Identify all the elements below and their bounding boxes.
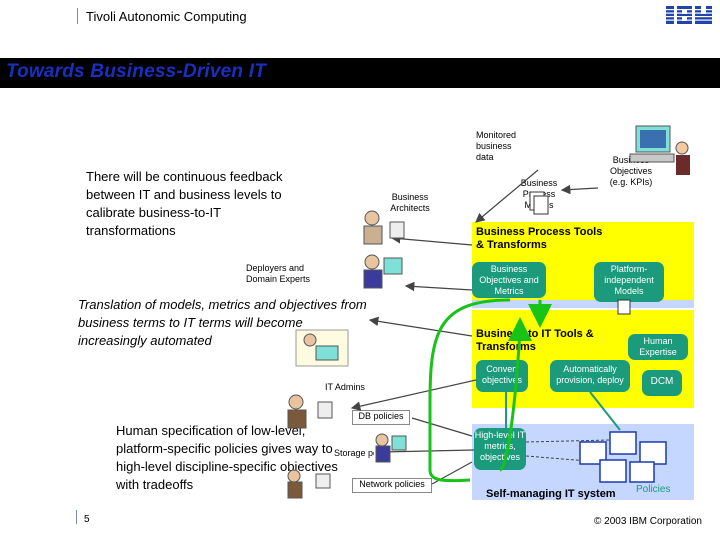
- self-managing-label: Self-managing IT system: [486, 488, 616, 500]
- arrow-bp-to-architects: [390, 233, 473, 246]
- teal-connector-2: [589, 391, 621, 431]
- business-architect-person-icon: [363, 210, 405, 245]
- translation-text: Translation of models, metrics and objec…: [78, 297, 367, 348]
- arrow-objectives: [560, 184, 599, 195]
- network-policies-box: Network policies: [352, 478, 432, 493]
- green-flow-left: [428, 298, 511, 483]
- brand-text: Tivoli Autonomic Computing: [86, 9, 247, 24]
- arrow-to-deployers: [404, 281, 473, 292]
- bp-models-doc-icon: [529, 191, 549, 215]
- translation-person-icon: [295, 329, 349, 367]
- it-admin-person-icon: [287, 394, 333, 429]
- green-flow-up: [498, 317, 532, 472]
- dcm-box: DCM: [642, 370, 682, 396]
- network-admin-person-icon: [287, 469, 331, 499]
- platform-models-doc-icon: [617, 299, 631, 315]
- footer-divider: [76, 510, 77, 524]
- high-level-metrics-box: High-level IT metrics, objectives: [474, 428, 526, 470]
- arrow-to-storage: [380, 447, 475, 457]
- storage-admin-person-icon: [375, 433, 407, 463]
- storage-policies-box: Storage policies: [334, 448, 374, 459]
- biz-to-it-title: Business to IT Tools & Transforms: [476, 328, 594, 353]
- monitored-data-label: Monitored business data: [476, 130, 517, 162]
- header-divider: [77, 8, 78, 24]
- footer-bar: [0, 506, 720, 540]
- human-spec-text: Human specification of low-level, platfo…: [116, 423, 338, 492]
- it-system-nodes: [579, 431, 667, 483]
- biz-obj-metrics-box: Business Objectives and Metrics: [472, 262, 546, 298]
- blue-highlight: [472, 300, 694, 308]
- deployers-label: Deployers and Domain Experts: [246, 263, 311, 284]
- human-expertise-box: Human Expertise: [628, 334, 688, 360]
- platform-models-box: Platform-independent Models: [594, 262, 664, 302]
- slide-title: Towards Business-Driven IT: [6, 61, 267, 82]
- db-policies-box: DB policies: [352, 410, 410, 425]
- business-architects-label: Business Architects: [390, 192, 430, 213]
- arrow-to-it-admins: [350, 379, 477, 411]
- arrow-monitored-data: [475, 169, 539, 223]
- dashed-link-1: [525, 439, 611, 443]
- ibm-logo-icon: [664, 6, 714, 24]
- deployer-person-icon: [363, 254, 403, 289]
- header-bar: [0, 0, 720, 58]
- it-admins-label: IT Admins: [325, 382, 365, 392]
- convert-objectives-box: Convert objectives: [476, 360, 528, 392]
- copyright-text: © 2003 IBM Corporation: [594, 516, 702, 527]
- page-number: 5: [84, 514, 90, 525]
- line-db-policies: [411, 417, 473, 437]
- computer-user-icon: [629, 125, 690, 175]
- policies-label: Policies: [636, 484, 671, 495]
- auto-provision-box: Automatically provision, deploy: [550, 360, 630, 392]
- arrow-to-translation: [368, 316, 473, 337]
- bp-tools-title: Business Process Tools & Transforms: [476, 226, 603, 251]
- feedback-text: There will be continuous feedback betwee…: [86, 169, 283, 238]
